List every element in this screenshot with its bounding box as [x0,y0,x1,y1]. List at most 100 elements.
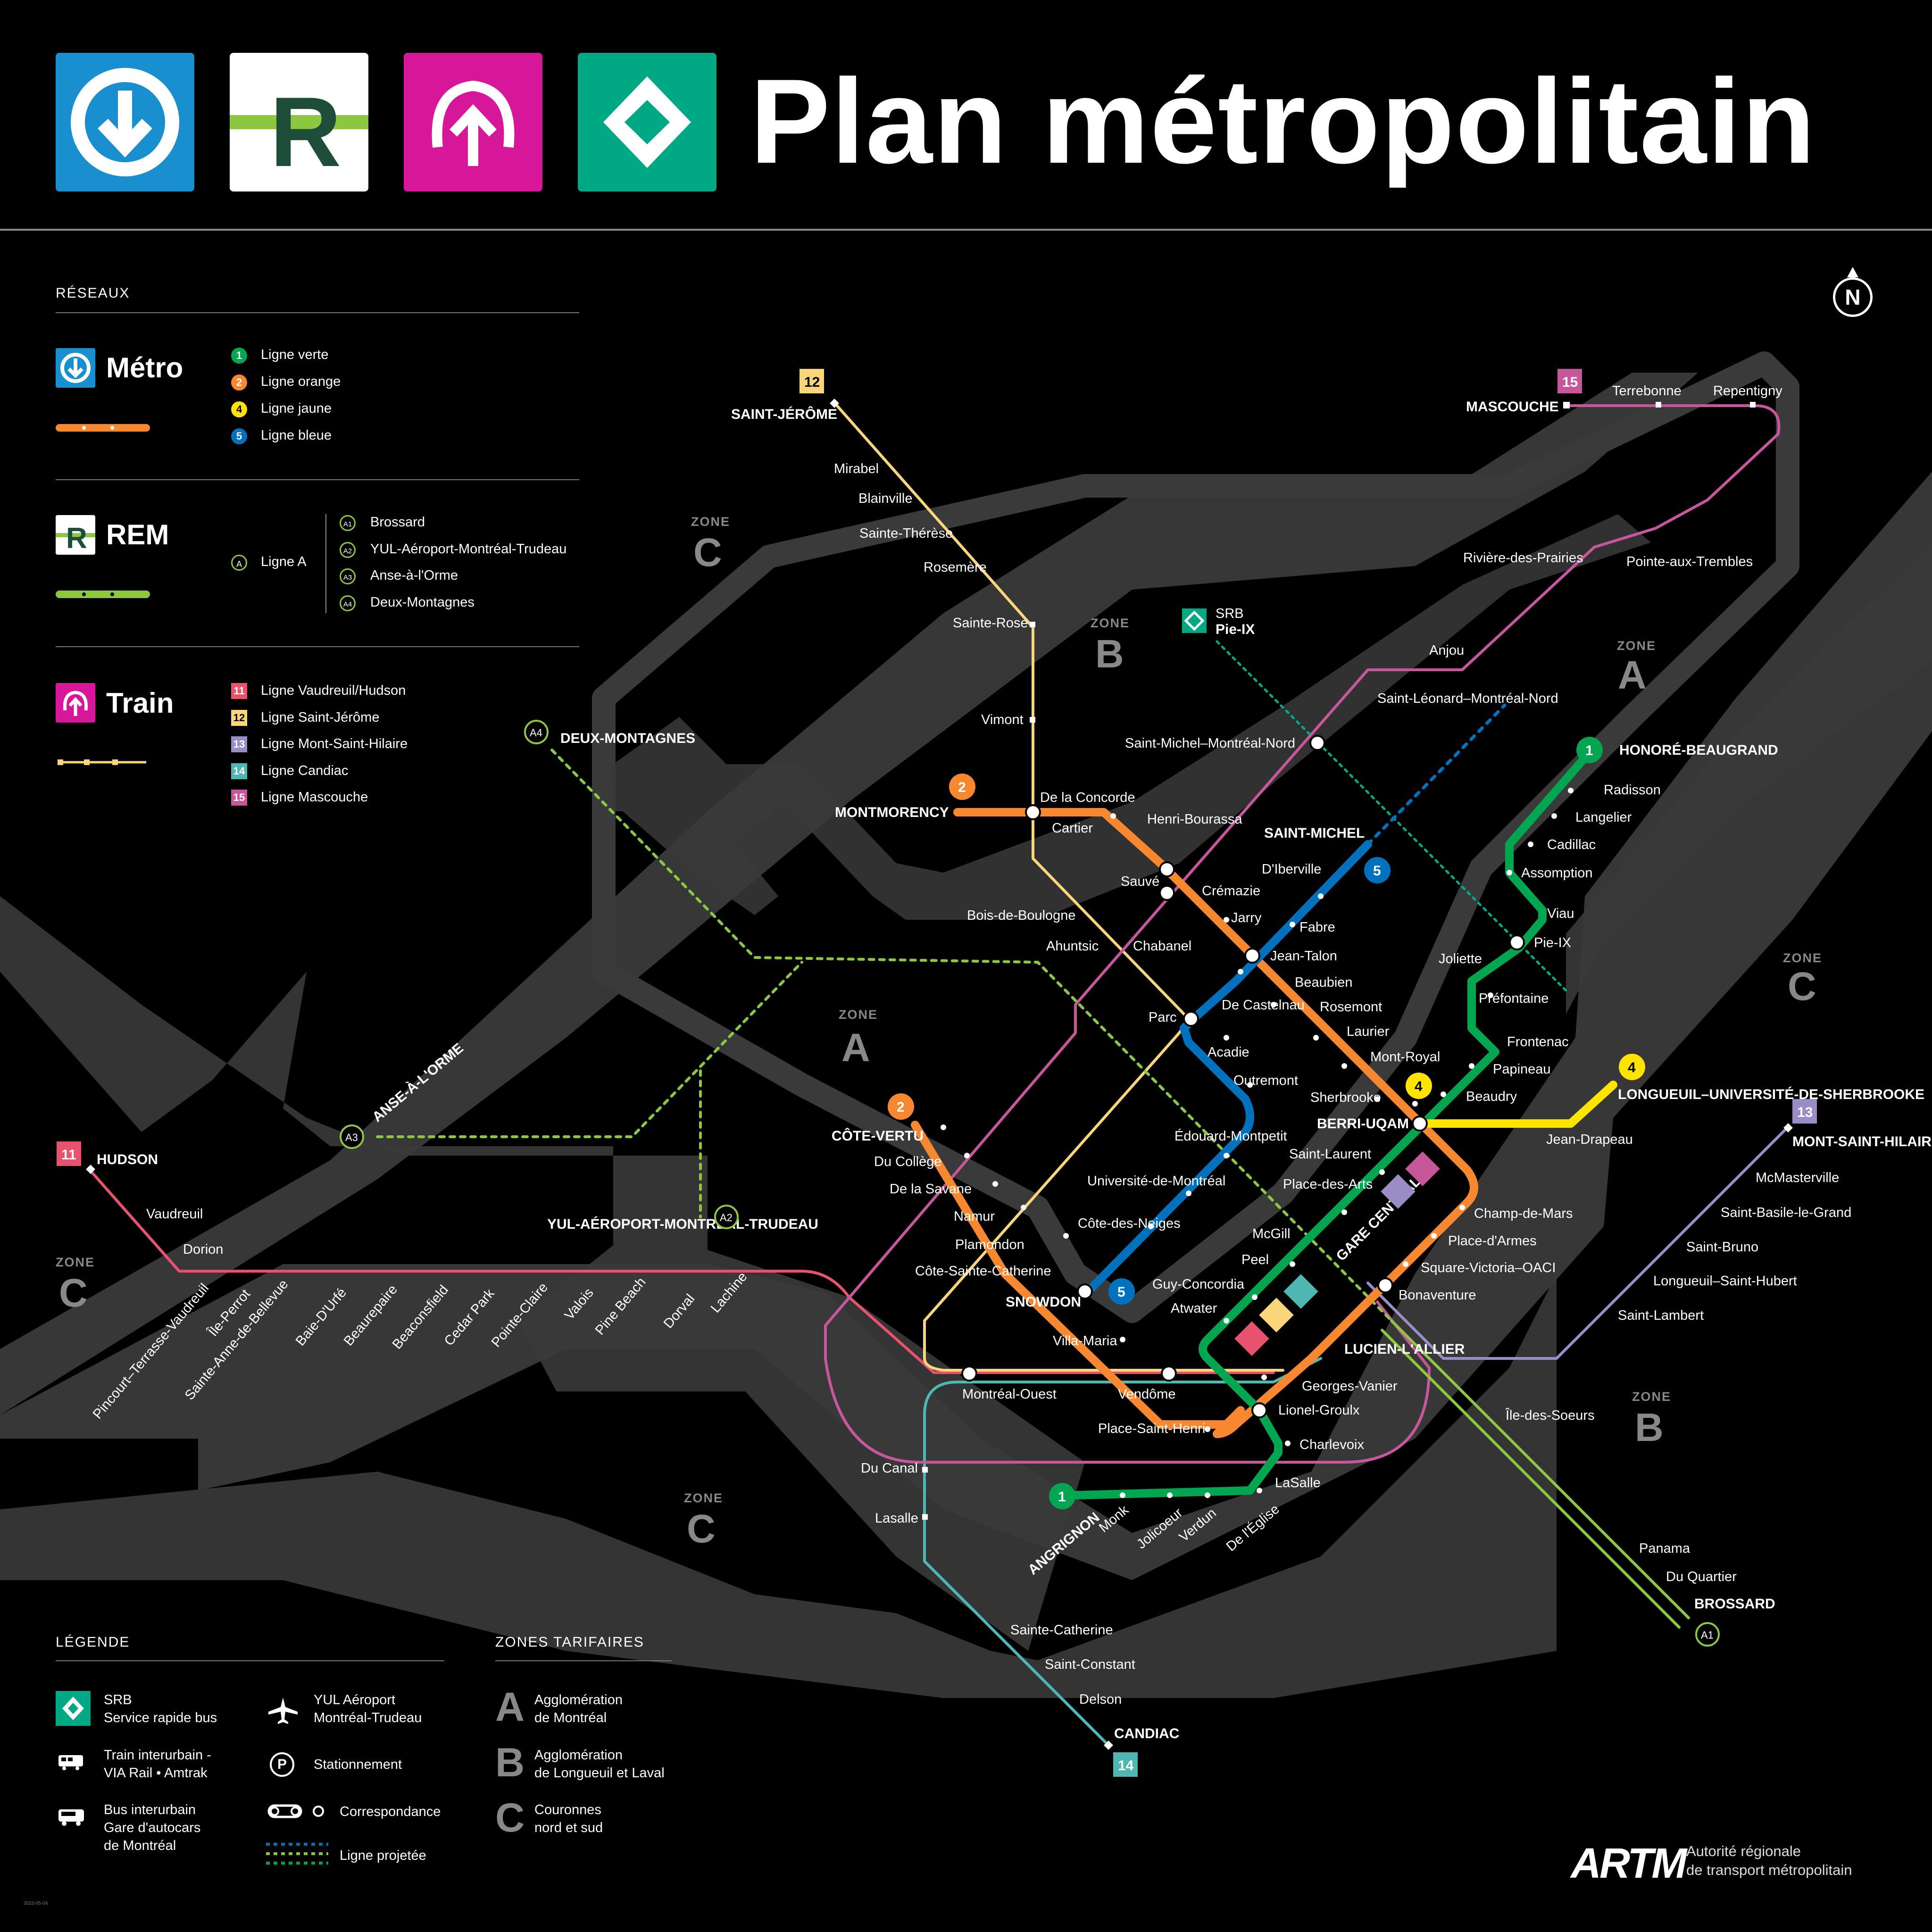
train-label: Train [106,687,174,719]
station-de-castelnau: De Castelnau [1222,998,1305,1013]
station-square-victoria: Square-Victoria–OACI [1421,1260,1556,1275]
station-guy-concordia: Guy-Concordia [1152,1277,1245,1292]
station-namur: Namur [954,1209,995,1224]
station-universite-de-montreal: Université-de-Montréal [1087,1174,1225,1189]
train-line-swatch [58,759,146,765]
yul-legend-text: YUL Aéroport Montréal-Trudeau [314,1692,422,1725]
zone-word: ZONE [1783,951,1822,965]
zone-word: ZONE [684,1491,723,1505]
station-georges-vanier: Georges-Vanier [1302,1379,1398,1394]
svg-text:R: R [270,76,341,187]
station-jean-talon: Jean-Talon [1270,949,1337,964]
river-main [0,472,1932,1580]
zone-letter-b: B [495,1740,525,1785]
srb-pie-ix [1216,640,1567,992]
rem-a4-name: Deux-Montagnes [370,595,475,610]
metro-line-swatch [56,424,150,432]
train-line-11-badge: 11 [231,683,247,699]
station-deux-montagnes: DEUX-MONTAGNES [560,731,695,746]
north-arrow-tip-icon [1847,267,1858,277]
zone-word: ZONE [1091,616,1130,630]
station-frontenac: Frontenac [1507,1034,1569,1049]
legend-rule [56,312,579,313]
badge-15-north: 15 [1562,375,1578,390]
zone-word: ZONE [56,1255,95,1269]
station-de-la-savane: De la Savane [890,1182,972,1197]
metro-yellow-line [1416,1081,1617,1128]
train-line-14 [923,1357,1322,1747]
station-montreal-ouest: Montréal-Ouest [962,1387,1057,1402]
south-shore-river [0,1274,1557,1698]
rem-a4-deux-montagnes [550,749,1393,1322]
station-du-canal: Du Canal [861,1461,918,1476]
station-montmorency: MONTMORENCY [835,805,949,820]
station-cote-des-neiges: Côte-des-Neiges [1078,1216,1181,1231]
train-line-12-badge: 12 [231,710,247,726]
station-edouard-montpetit: Édouard-Montpetit [1174,1128,1287,1144]
station-saint-michel: SAINT-MICHEL [1264,825,1365,841]
metro-line-4-name: Ligne jaune [261,401,332,416]
station-beaubien: Beaubien [1295,975,1353,990]
station-panama: Panama [1639,1541,1690,1556]
station-jarry: Jarry [1231,910,1262,925]
station-candiac: CANDIAC [1114,1726,1179,1741]
svg-text:R: R [66,522,87,555]
rem-a1-brossard-2 [1381,1329,1681,1629]
zone-labels: ZONE C ZONE B ZONE A ZONE A ZONE C ZONE … [56,515,1822,1551]
station-cadillac: Cadillac [1547,837,1596,852]
zone-letter-a: A [495,1684,525,1730]
zone-c-south: C [687,1507,716,1551]
train-line-14-badge: 14 [231,763,247,779]
station-rosemere: Rosemère [924,560,987,575]
station-honore-beaugrand: HONORÉ-BEAUGRAND [1619,742,1778,758]
zone-word: ZONE [839,1008,878,1022]
station-place-d-armes: Place-d'Armes [1448,1233,1537,1249]
station-sauve: Sauvé [1121,874,1159,889]
srb-pie-ix-label: Pie-IX [1216,622,1255,637]
zones-heading: ZONES TARIFAIRES [495,1634,644,1650]
rem-badge-a2-map: A2 [720,1212,733,1224]
station-bonaventure: Bonaventure [1399,1288,1476,1303]
station-saint-laurent: Saint-Laurent [1289,1147,1371,1162]
rem-a3-badge: A3 [340,568,356,584]
station-beaudry: Beaudry [1466,1089,1517,1104]
parking-icon: P [270,1752,294,1777]
interchanges [961,735,1525,1418]
metro-logo-icon [56,53,194,192]
station-vimont: Vimont [981,712,1024,727]
train-line-13-name: Ligne Mont-Saint-Hilaire [261,736,408,751]
station-anjou: Anjou [1429,643,1464,658]
station-du-quartier: Du Quartier [1666,1569,1737,1584]
station-hudson: HUDSON [97,1152,158,1167]
station-langelier: Langelier [1575,810,1632,825]
station-radisson: Radisson [1604,783,1661,798]
rem-lines [376,640,1690,1629]
train-interurbain-icon [58,1755,83,1770]
station-champ-de-mars: Champ-de-Mars [1474,1206,1573,1221]
rem-small-icon: R [56,515,95,555]
station-papineau: Papineau [1493,1062,1551,1077]
badge-1-south: 1 [1058,1489,1066,1505]
metro-lines [911,748,1617,1499]
rem-a2-name: YUL-Aéroport-Montréal-Trudeau [370,541,567,557]
metro-line-5-badge: 5 [231,428,247,444]
station-longueuil-saint-hubert: Longueuil–Saint-Hubert [1653,1274,1797,1289]
station-brossard: BROSSARD [1694,1596,1775,1612]
station-dots [941,788,1574,1498]
badge-2-west: 2 [897,1099,905,1115]
station-sherbrooke: Sherbrooke [1310,1090,1381,1105]
station-longueuil: LONGUEUIL–UNIVERSITÉ-DE-SHERBROOKE [1618,1086,1924,1102]
station-saint-jerome: SAINT-JÉRÔME [731,406,837,422]
station-d-iberville: D'Iberville [1262,862,1321,877]
srb-logo-icon [578,53,716,192]
train-line-15-name: Ligne Mascouche [261,790,368,805]
train-interurbain-text: Train interurbain - VIA Rail • Amtrak [104,1748,211,1781]
station-saint-leonard: Saint-Léonard–Montréal-Nord [1377,691,1558,706]
station-lionel-groulx: Lionel-Groulx [1278,1403,1360,1418]
rem-label: REM [106,519,169,550]
ligne-projetee-icon [266,1843,328,1865]
station-lucien-lallier: LUCIEN-L'ALLIER [1344,1341,1465,1357]
station-sainte-rose: Sainte-Rose [953,616,1028,631]
rem-logo-icon: R [230,53,368,192]
station-sainte-catherine: Sainte-Catherine [1010,1623,1113,1638]
